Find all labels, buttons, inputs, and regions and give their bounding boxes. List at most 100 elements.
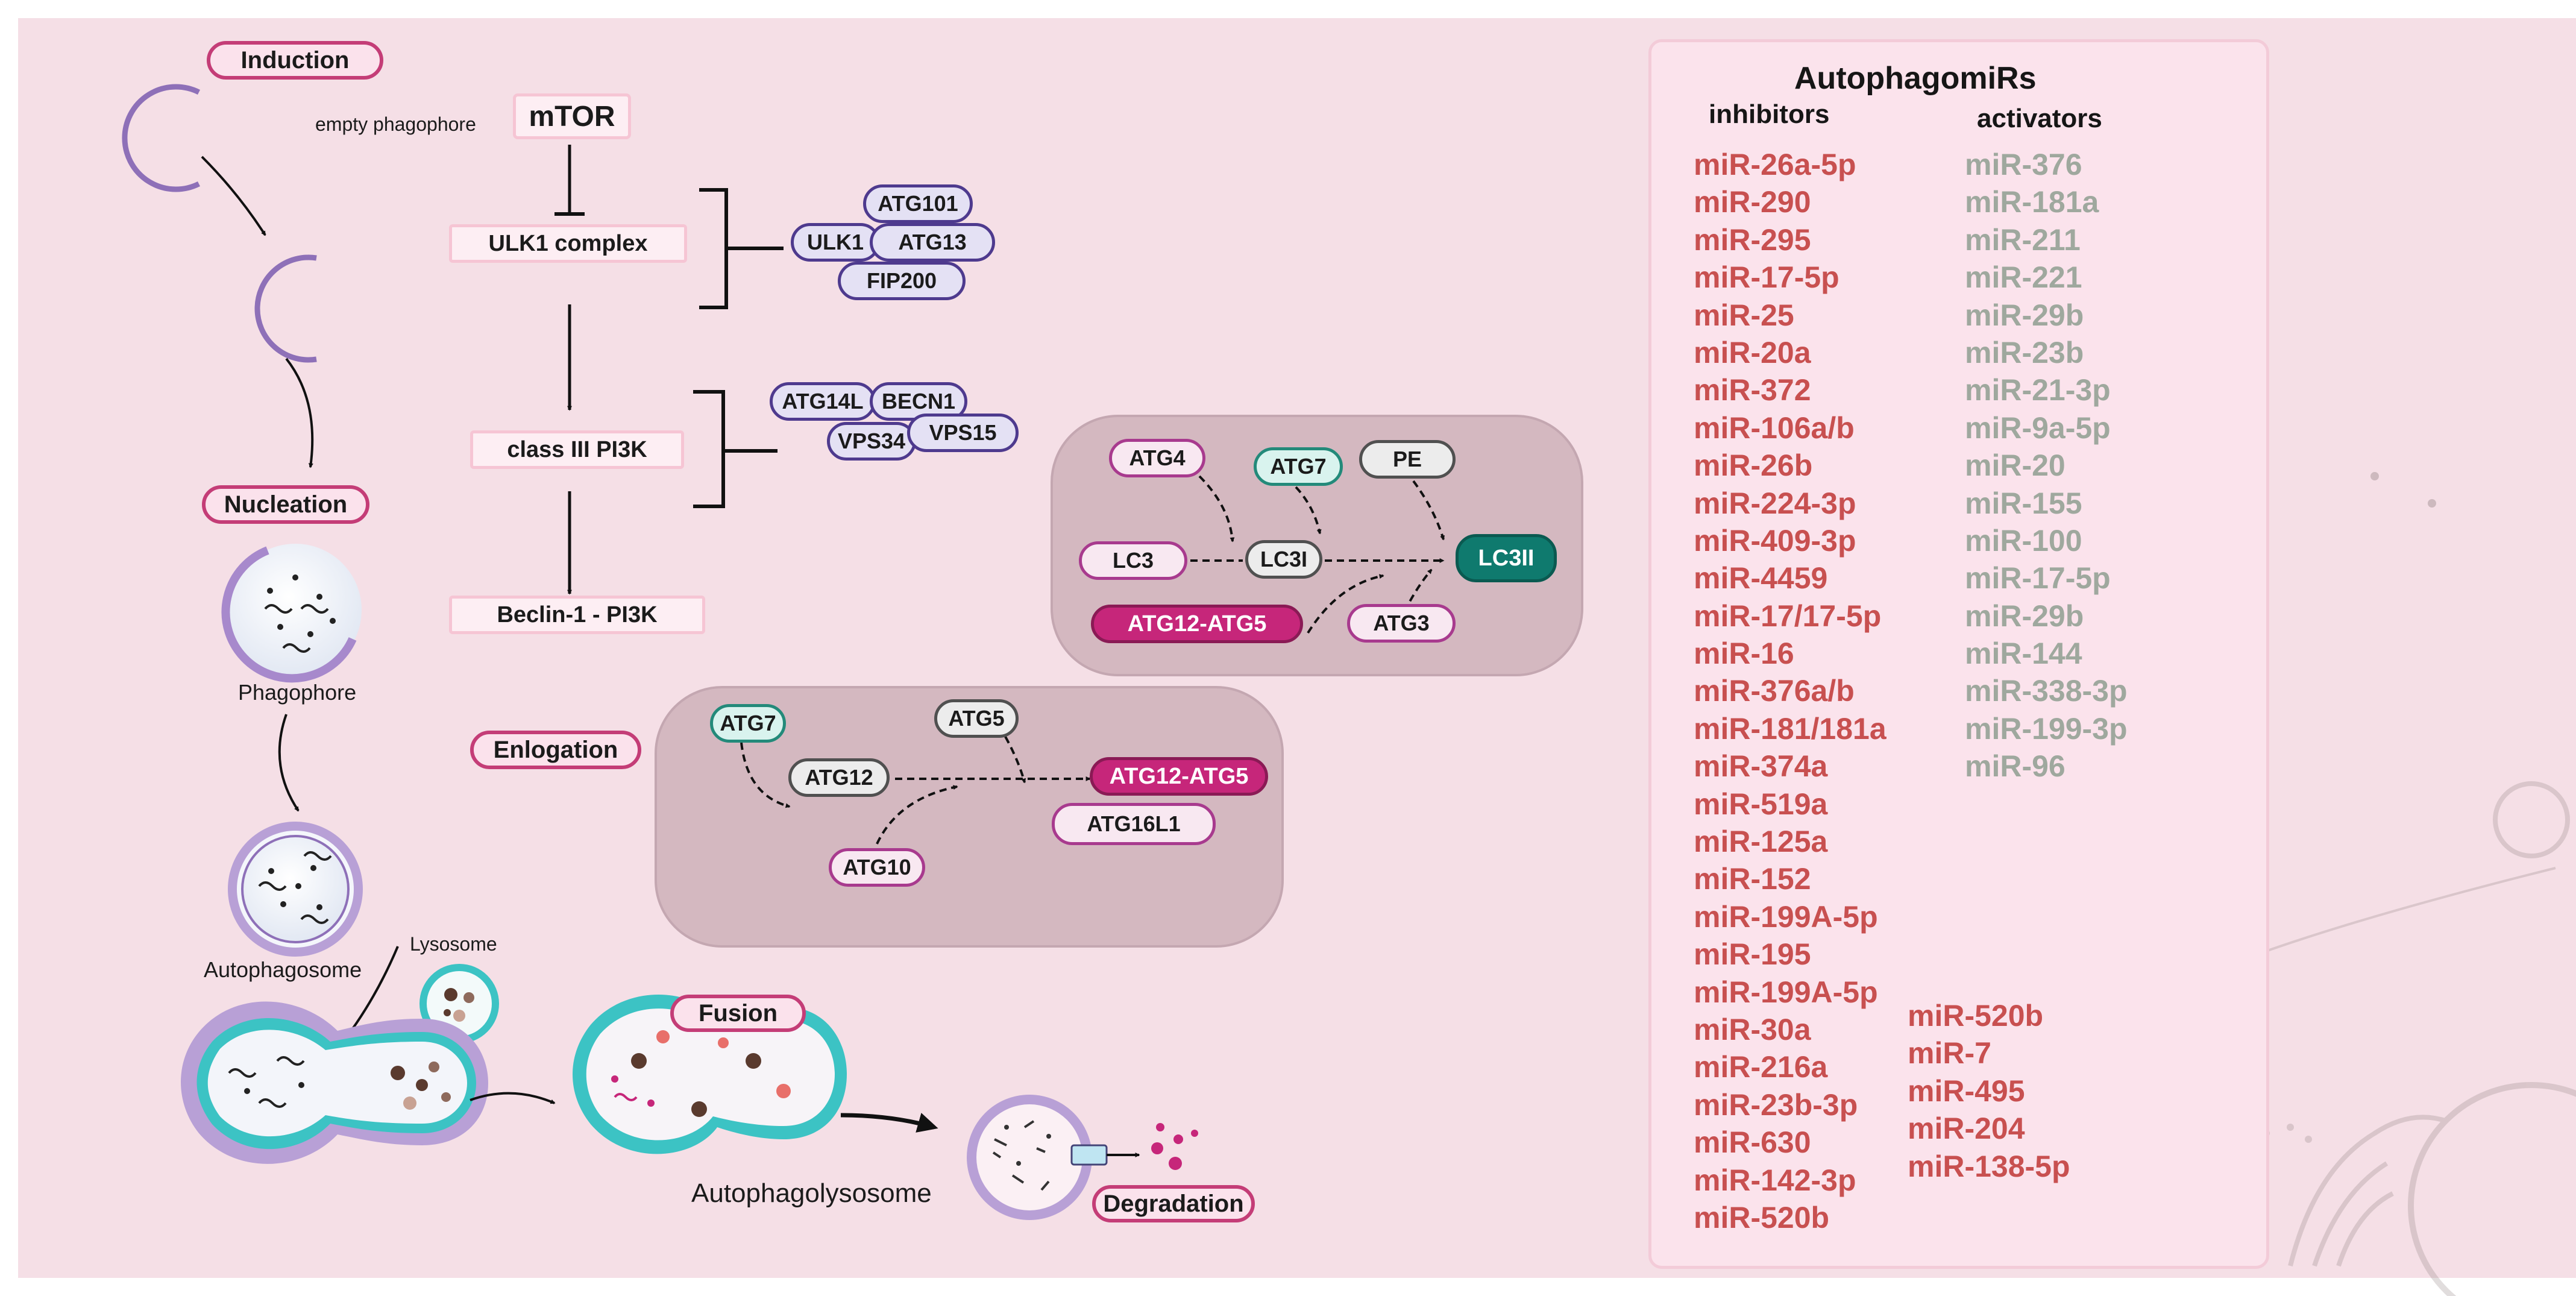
lc3-node: LC3 xyxy=(1079,541,1187,580)
activator-mir: miR-221 xyxy=(1965,260,2082,295)
arrow xyxy=(470,1092,556,1104)
lc3i-node: LC3I xyxy=(1245,540,1322,579)
inhibitor-mir: miR-26a-5p xyxy=(1694,148,1856,181)
dashed-arrow xyxy=(876,785,958,845)
induction-label: Induction xyxy=(207,41,383,80)
arrow xyxy=(285,357,314,468)
activator-mir: miR-181a xyxy=(1965,185,2099,219)
phagophore-caption: Phagophore xyxy=(238,680,357,705)
inhibitor-mir: miR-181/181a xyxy=(1694,711,1886,746)
inhibitor-mir: miR-630 xyxy=(1694,1125,1811,1160)
atg101-node: ATG101 xyxy=(863,184,973,223)
atg10-node: ATG10 xyxy=(829,848,925,887)
inhibitor-mir: miR-23b-3p xyxy=(1694,1087,1858,1122)
mtor-box: mTOR xyxy=(513,93,631,139)
arrow xyxy=(278,714,300,812)
activator-mir: miR-20 xyxy=(1965,448,2066,483)
lc3ii-node: LC3II xyxy=(1456,534,1557,582)
inhibitor-mir: miR-142-3p xyxy=(1694,1163,1856,1197)
autophagomirs-title: AutophagomiRs xyxy=(1794,61,2037,96)
inhibitor-mir: miR-199A-5p xyxy=(1694,899,1878,934)
inhibitor-mir: miR-125a xyxy=(1694,825,1828,859)
inhibitor-mir: miR-376a/b xyxy=(1694,674,1855,708)
inhibitor-mir: miR-16 xyxy=(1694,637,1794,671)
forming-phagophore-shape xyxy=(254,254,317,363)
pi3k-bracket xyxy=(693,390,778,508)
activator-mir: miR-23b xyxy=(1965,335,2084,370)
nucleation-label: Nucleation xyxy=(202,485,369,524)
inhibitor-mir: miR-519a xyxy=(1694,787,1828,821)
fusion-label: Fusion xyxy=(670,995,806,1032)
class3-pi3k-box: class III PI3K xyxy=(470,430,684,469)
atg16l1-node: ATG16L1 xyxy=(1052,803,1216,845)
inhibitor-mir: miR-26b xyxy=(1694,448,1813,483)
atg7-node-atg12: ATG7 xyxy=(710,704,786,743)
autophagosome-cell xyxy=(228,822,363,957)
arrow xyxy=(201,156,266,236)
phagophore-cell xyxy=(221,544,362,683)
fusing-vesicles xyxy=(181,1001,488,1164)
atg12-reaction-box xyxy=(655,686,1284,948)
inhibitor-mir: miR-25 xyxy=(1694,298,1794,332)
fip200-node: FIP200 xyxy=(838,262,966,300)
atg13-node: ATG13 xyxy=(870,223,995,262)
activator-mir: miR-29b xyxy=(1965,298,2084,332)
inhibitor-mir: miR-195 xyxy=(1694,937,1811,972)
atg5-node: ATG5 xyxy=(934,699,1019,738)
inhibitor-mir: miR-409-3p xyxy=(1694,523,1856,558)
activator-mir: miR-155 xyxy=(1965,486,2082,520)
atg12-atg5-node-lc3: ATG12-ATG5 xyxy=(1091,605,1303,643)
atg7-node-lc3: ATG7 xyxy=(1254,447,1343,486)
dashed-arrow xyxy=(1004,736,1026,784)
activators-heading: activators xyxy=(1977,104,2102,133)
empty-phagophore-shape xyxy=(122,84,201,192)
ulk1-bracket xyxy=(699,188,784,309)
inhibitor-mir: miR-17-5p xyxy=(1694,260,1839,295)
inhibitor-mir: miR-17/17-5p xyxy=(1694,599,1882,633)
inhibitor-mir: miR-106a/b xyxy=(1694,411,1855,445)
dashed-arrow xyxy=(740,742,791,808)
inhibitor-mir: miR-30a xyxy=(1694,1012,1811,1046)
activator-mir: miR-199-3p xyxy=(1965,711,2128,746)
inhibitor-mir: miR-152 xyxy=(1694,862,1811,896)
inhibitor-mir: miR-520b xyxy=(1694,1200,1830,1235)
inhibitor-mir: miR-204 xyxy=(1908,1112,2025,1146)
autophagolysosome-caption: Autophagolysosome xyxy=(691,1178,932,1208)
ulk1-complex-box: ULK1 complex xyxy=(449,224,687,263)
inhibitor-mir: miR-7 xyxy=(1908,1036,1991,1071)
inhibitor-mir: miR-374a xyxy=(1694,749,1828,784)
vps34-node: VPS34 xyxy=(827,422,916,461)
inhibitor-mir: miR-372 xyxy=(1694,373,1811,407)
degrading-cell xyxy=(967,1095,1108,1220)
dashed-arrow xyxy=(1295,486,1322,535)
activator-mir: miR-29b xyxy=(1965,599,2084,633)
beclin-pi3k-box: Beclin-1 - PI3K xyxy=(449,596,705,634)
dashed-arrow xyxy=(1198,475,1235,543)
inhibitor-mir: miR-495 xyxy=(1908,1074,2025,1108)
enlogation-label: Enlogation xyxy=(470,731,641,769)
degradation-products xyxy=(1151,1123,1198,1170)
activator-mir: miR-376 xyxy=(1965,148,2082,181)
activator-mir: miR-96 xyxy=(1965,749,2066,784)
vps15-node: VPS15 xyxy=(907,414,1019,452)
activator-mir: miR-21-3p xyxy=(1965,373,2111,407)
inhibitor-mir: miR-199A-5p xyxy=(1694,975,1878,1009)
pe-node: PE xyxy=(1359,440,1456,479)
inhibitor-mir: miR-138-5p xyxy=(1908,1149,2070,1183)
degradation-label: Degradation xyxy=(1092,1185,1255,1222)
inhibitor-mir: miR-295 xyxy=(1694,222,1811,257)
arrow xyxy=(840,1113,938,1133)
atg4-node: ATG4 xyxy=(1109,439,1205,477)
activator-mir: miR-338-3p xyxy=(1965,674,2128,708)
activator-mir: miR-211 xyxy=(1965,222,2081,257)
autophagosome-caption: Autophagosome xyxy=(204,957,362,982)
dashed-arrow xyxy=(1307,574,1384,634)
lysosome-caption: Lysosome xyxy=(410,933,497,955)
inhibitor-mir: miR-224-3p xyxy=(1694,486,1856,520)
autophagomirs-panel: AutophagomiRs inhibitors activators miR-… xyxy=(1648,39,2269,1269)
atg3-node: ATG3 xyxy=(1347,604,1456,643)
